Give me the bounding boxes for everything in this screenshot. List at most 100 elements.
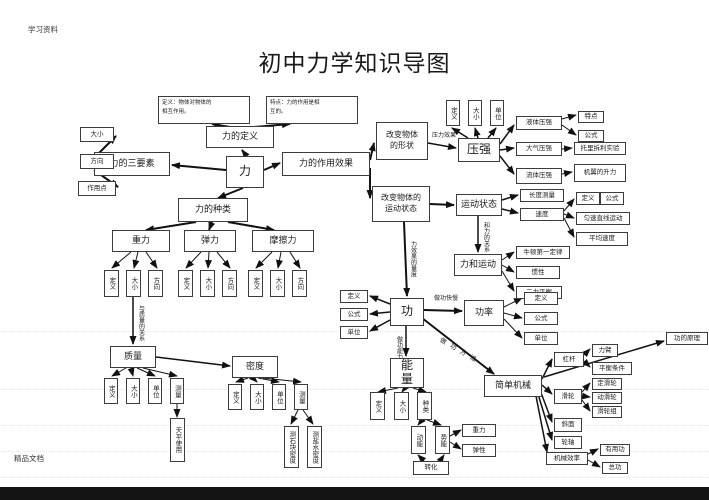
potential-elastic: 弹性 [462, 444, 496, 457]
wing-lift: 机翼的升力 [574, 164, 626, 182]
edge-arrow [563, 198, 575, 212]
work-unit: 单位 [340, 326, 368, 339]
edge-arrow [427, 142, 457, 151]
edge-arrow [587, 459, 601, 468]
edge-arrow [248, 373, 258, 383]
average-speed: 平均速度 [576, 232, 628, 246]
edge-arrow [369, 319, 391, 332]
movable-pulley: 动滑轮 [592, 392, 622, 404]
elastic-def: 定义 [178, 270, 193, 297]
mass-relation-label: 与质量的关系 [137, 305, 145, 341]
potential-energy: 势能 [435, 426, 450, 454]
edge-arrow [369, 309, 391, 317]
work-method-label: 做功方法 [438, 336, 483, 367]
torricelli: 托里拆利实验 [574, 142, 626, 155]
edge-arrow [501, 194, 519, 201]
page-ruling-line [0, 425, 709, 426]
density-def: 定义 [228, 384, 242, 410]
edge-arrow [503, 297, 523, 308]
friction: 摩擦力 [252, 230, 314, 252]
lever: 杠杆 [554, 352, 584, 367]
edge-arrow [537, 393, 554, 441]
edge-arrow [501, 264, 515, 273]
edge-arrow [289, 251, 301, 269]
gravity-size: 大小 [126, 270, 141, 297]
edge-arrow [262, 377, 302, 385]
friction-direction: 方向 [292, 270, 307, 297]
mechanical-efficiency: 机械效率 [546, 452, 588, 465]
power-def: 定义 [524, 292, 558, 305]
elem-size: 大小 [80, 127, 114, 142]
energy-kind: 种类 [417, 392, 432, 420]
pressure-effect-label: 压力效果 [431, 131, 456, 139]
edge-arrow [369, 295, 391, 305]
page-ruling-line [0, 451, 709, 452]
edge-arrow [132, 251, 140, 269]
elem-direction: 方向 [80, 154, 114, 169]
speed-formula: 公式 [600, 192, 624, 205]
force-relation-label: 和力的关系 [482, 222, 490, 252]
wheel-axle: 轮轴 [554, 436, 582, 449]
atmospheric-pressure: 大气压强 [516, 142, 562, 156]
edge-arrow [263, 162, 281, 171]
edge-arrow [136, 367, 156, 377]
edge-arrow [127, 367, 135, 377]
edge-arrow [423, 307, 463, 315]
edge-arrow [581, 382, 591, 393]
edge-arrow [111, 251, 132, 269]
force-definition: 力的定义 [206, 126, 274, 148]
edge-arrow [255, 251, 273, 269]
pulley: 滑轮 [554, 389, 582, 404]
edge-arrow [208, 221, 216, 231]
effects: 力的作用效果 [282, 152, 370, 176]
pressure-unit: 单位 [490, 100, 504, 126]
edge-arrow [205, 251, 212, 269]
kinetic-energy: 动能 [411, 426, 426, 454]
measure-stone: 测石块密度 [284, 426, 299, 468]
edge-arrow [403, 221, 411, 297]
power-formula: 公式 [524, 312, 558, 325]
measure-brine: 测盐水密度 [307, 426, 322, 468]
edge-arrow [581, 358, 591, 368]
elastic-direction: 方向 [222, 270, 237, 297]
work-principle: 功的原理 [666, 332, 708, 345]
work: 功 [390, 298, 424, 326]
bottom-bar [0, 487, 709, 500]
change-shape: 改变物体 的形状 [376, 122, 428, 160]
gravity-def: 定义 [104, 270, 119, 297]
edge-arrow [561, 170, 573, 178]
balance-use: 天平使用 [170, 418, 185, 462]
liquid-formula: 公式 [578, 130, 604, 142]
inclined-plane: 斜面 [554, 418, 582, 432]
power-unit: 单位 [524, 332, 558, 345]
liquid-feature: 特点 [578, 111, 604, 123]
balance-condition: 平衡条件 [592, 362, 632, 375]
change-motion: 改变物体的 运动状态 [372, 186, 430, 222]
liquid-pressure: 液体压强 [516, 116, 562, 130]
edge-arrow [257, 377, 280, 384]
edge-arrow [501, 207, 519, 215]
pressure: 压强 [458, 138, 500, 162]
force: 力 [226, 156, 264, 188]
edge-arrow [503, 318, 523, 339]
work-formula: 公式 [340, 308, 368, 321]
edge-arrow [561, 124, 577, 136]
mass-def: 定义 [104, 378, 118, 404]
power: 功率 [464, 300, 504, 326]
kinds: 力的种类 [178, 198, 248, 222]
density-measure: 测量 [294, 384, 308, 410]
mass-unit: 单位 [148, 378, 162, 404]
conversion: 转化 [413, 461, 449, 475]
motion-state: 运动状态 [456, 194, 502, 216]
edge-arrow [145, 221, 197, 233]
friction-size: 大小 [270, 270, 285, 297]
edge-arrow [145, 251, 158, 269]
edge-arrow [561, 145, 573, 153]
edge-arrow [227, 221, 275, 233]
edge-arrow [487, 127, 497, 139]
simple-machines: 简单机械 [484, 375, 542, 397]
page-ruling-line [0, 477, 709, 478]
density: 密度 [232, 356, 278, 378]
fluid-pressure: 流体压强 [516, 168, 562, 184]
edge-arrow [235, 376, 249, 383]
